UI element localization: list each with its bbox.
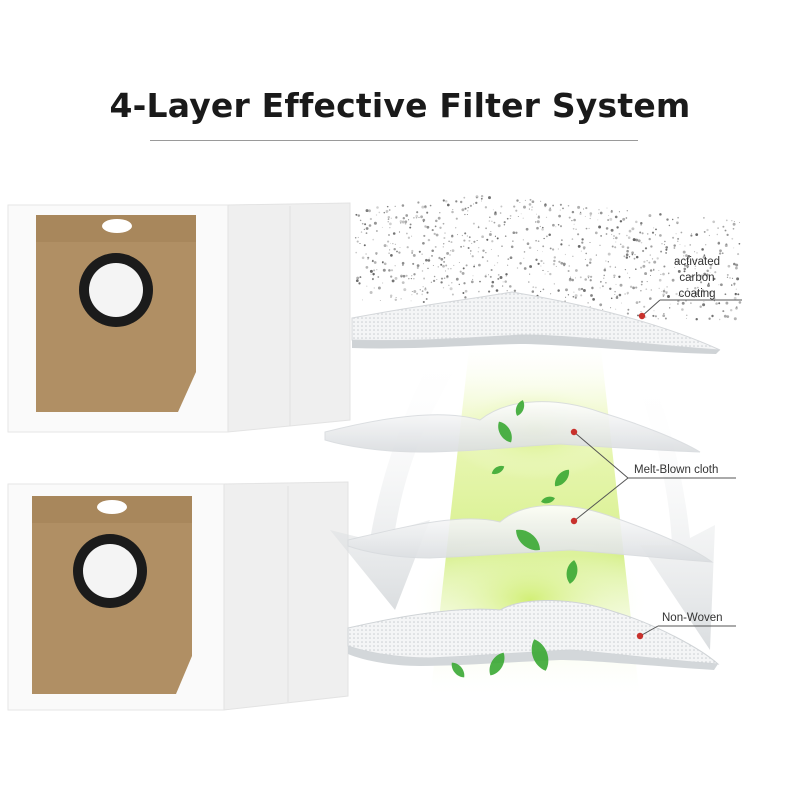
leaf-icon (491, 465, 505, 475)
filter-layer-non-woven (347, 600, 720, 670)
label-activated-carbon-line1: activated (673, 256, 721, 268)
dust-bag-icon (7, 481, 349, 711)
callout-non-woven (636, 625, 736, 640)
page-title: 4-Layer Effective Filter System (109, 86, 691, 125)
label-melt-blown: Melt-Blown cloth (634, 464, 719, 476)
leaf-icon (489, 652, 505, 676)
leaf-icon (566, 560, 578, 584)
leaf-icon (531, 639, 549, 671)
leaf-icon (541, 496, 555, 504)
callout-activated-carbon (638, 299, 742, 320)
marker-dot (636, 632, 644, 640)
marker-dot (570, 428, 578, 436)
leaf-icon (516, 529, 540, 551)
label-non-woven: Non-Woven (662, 612, 723, 624)
arrow-icon (640, 385, 715, 650)
filter-layer-melt-blown-upper (324, 401, 701, 453)
title-underline (150, 140, 638, 141)
callout-melt-blown (570, 428, 736, 525)
marker-dot (638, 312, 646, 320)
label-activated-carbon-line3: coating (678, 288, 716, 300)
leaf-icon (498, 421, 512, 443)
label-activated-carbon-line2: carbon (679, 272, 715, 284)
leaf-icon (554, 469, 570, 487)
filter-layer-activated-carbon (351, 291, 721, 354)
leaf-icon (515, 400, 525, 416)
label-activated-carbon: activated carbon coating (652, 254, 742, 302)
leaf-icon (451, 662, 465, 678)
dust-bag-icon (7, 202, 351, 433)
marker-dot (570, 517, 578, 525)
